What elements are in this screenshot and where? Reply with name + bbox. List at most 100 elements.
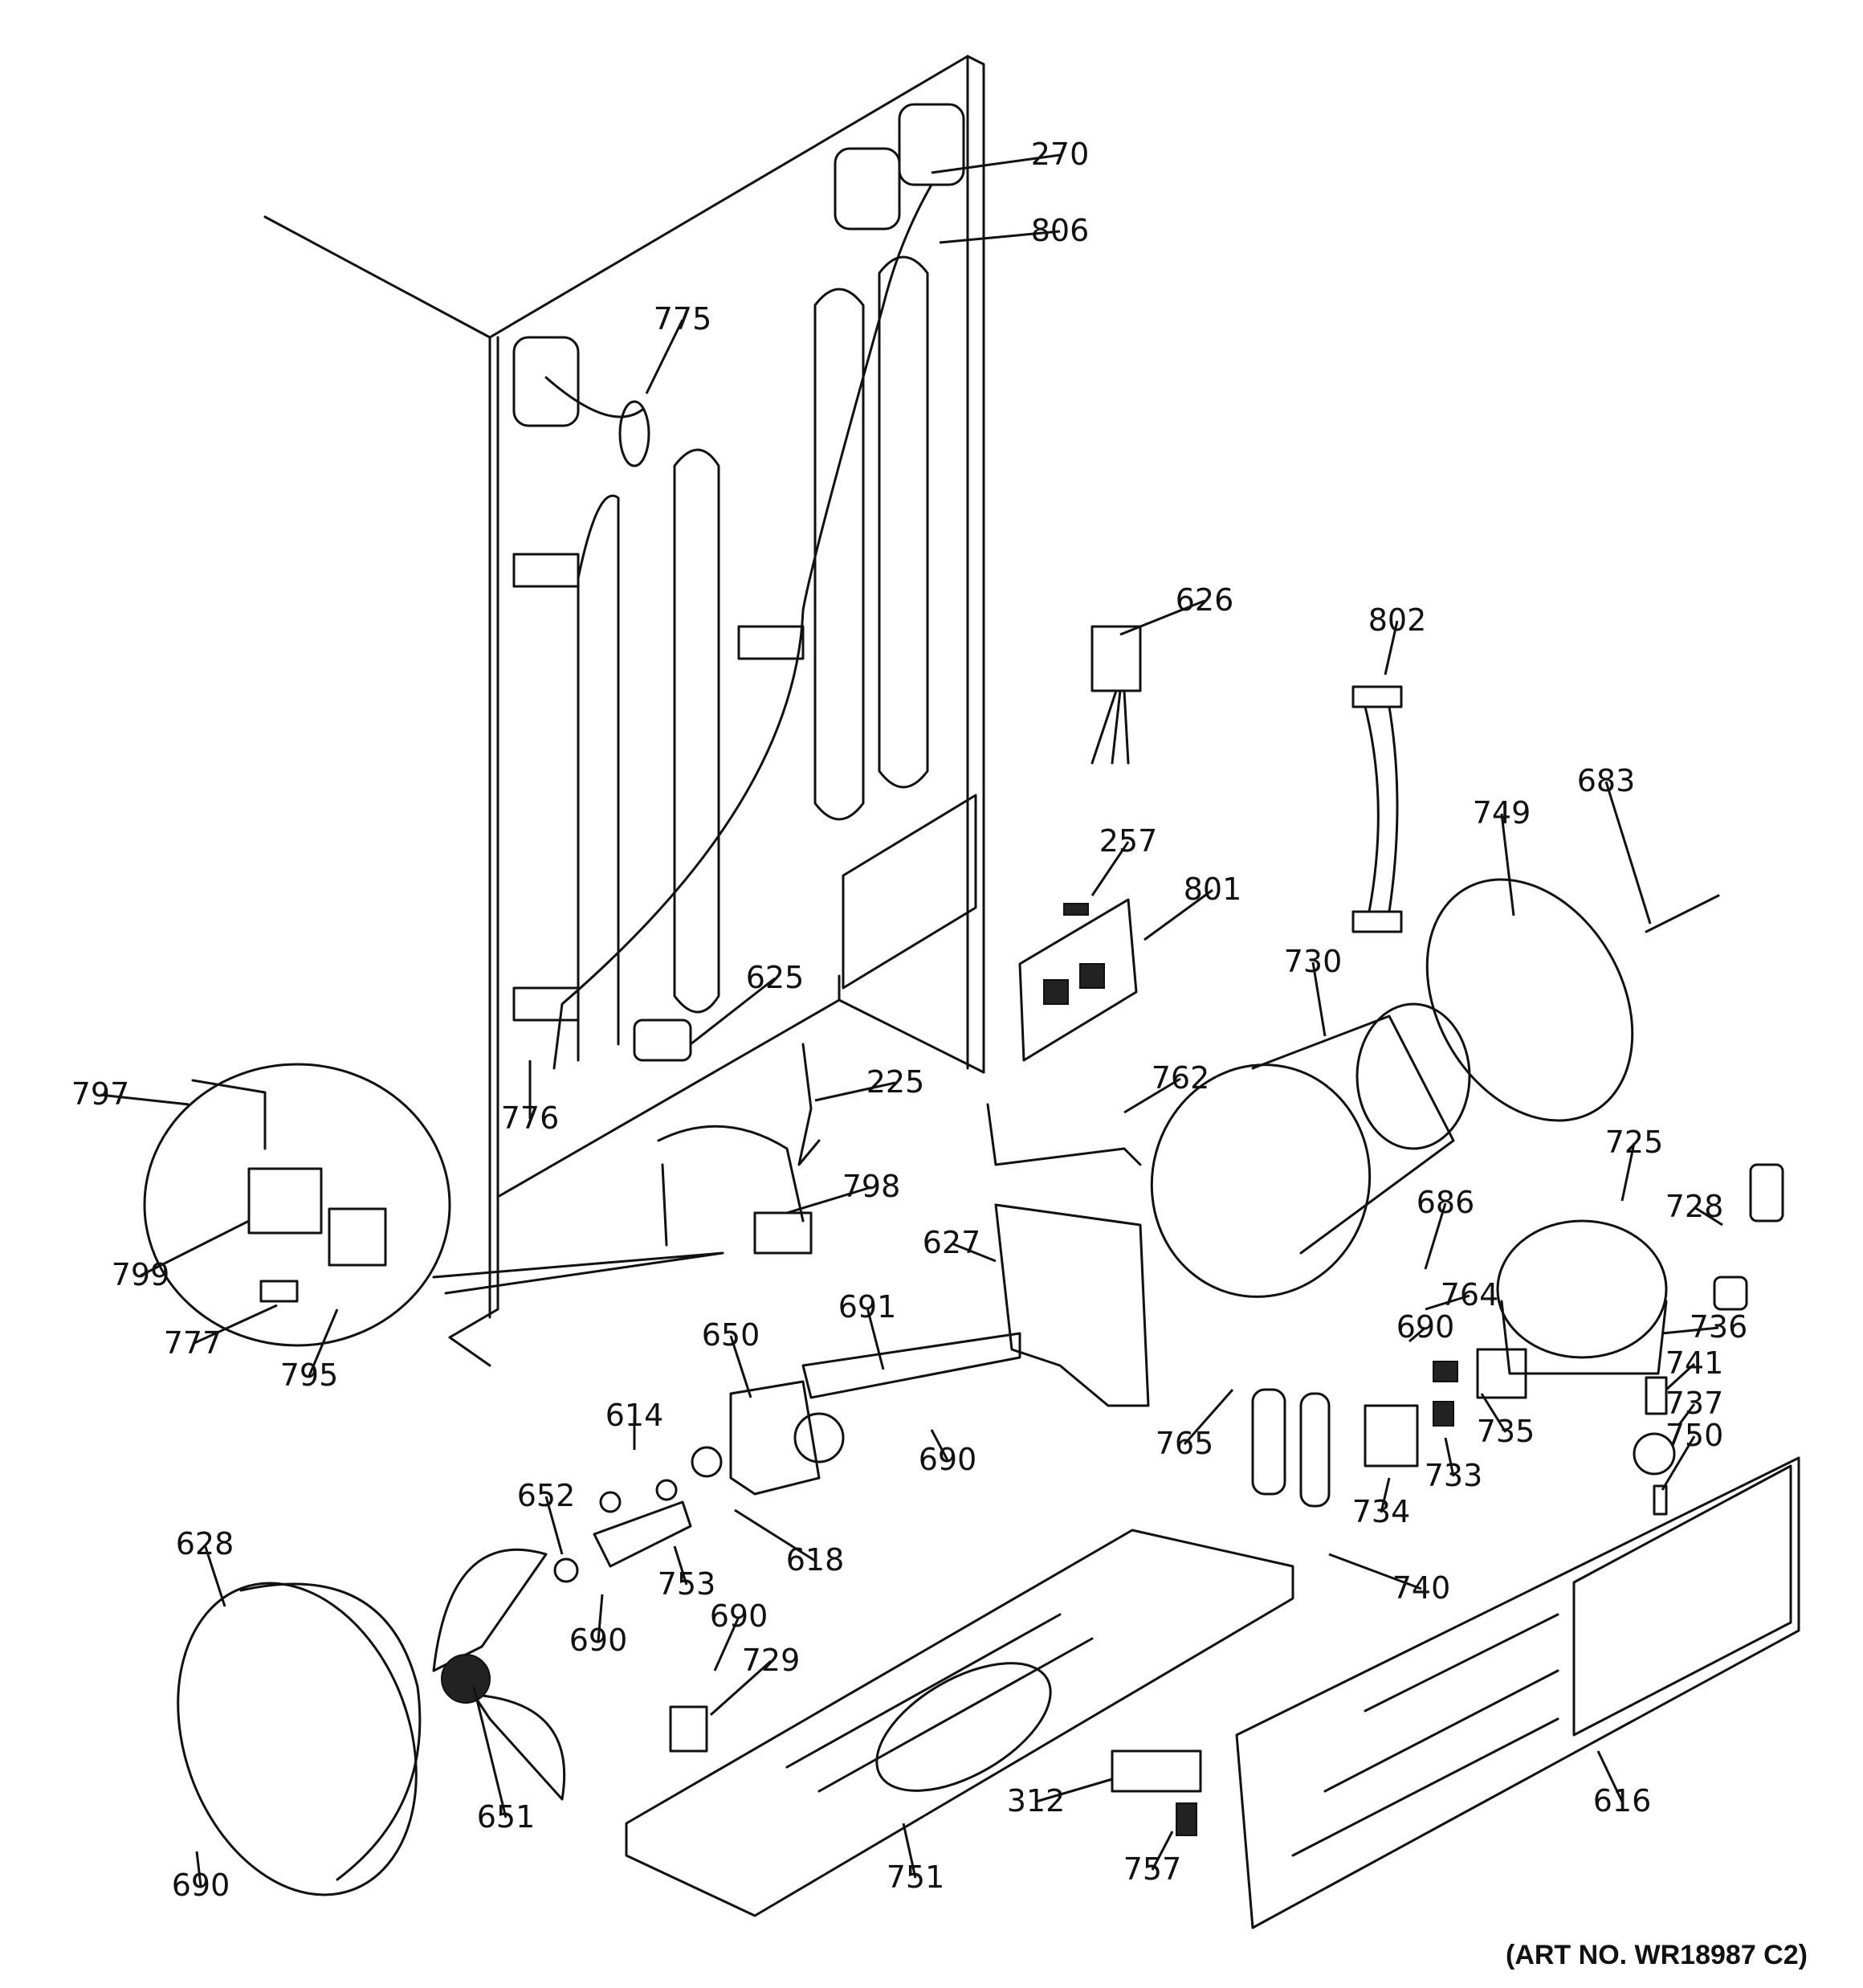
callout-257: 257: [1099, 823, 1158, 859]
leader-801: [1143, 888, 1213, 941]
callout-652: 652: [517, 1478, 576, 1513]
callout-leaders: [100, 153, 1723, 1887]
callout-225: 225: [866, 1064, 925, 1100]
leader-806: [939, 230, 1061, 244]
nut-652: [553, 1557, 579, 1583]
callout-614: 614: [605, 1398, 664, 1433]
callout-762: 762: [1152, 1060, 1210, 1096]
drier-740: [1251, 1388, 1286, 1496]
callout-729: 729: [742, 1643, 801, 1678]
callout-686: 686: [1417, 1185, 1475, 1220]
leader-735: [1480, 1393, 1507, 1433]
drier-740b: [1299, 1392, 1331, 1508]
grommet-614b: [655, 1479, 678, 1501]
fan-shroud-628: [177, 1582, 422, 1896]
leader-733: [1444, 1437, 1455, 1477]
callout-775: 775: [654, 301, 712, 337]
leader-797: [100, 1093, 190, 1106]
callout-736: 736: [1690, 1309, 1748, 1345]
art-number: (ART NO. WR18987 C2): [1506, 1940, 1808, 1970]
part-733: [1433, 1401, 1454, 1427]
callout-730: 730: [1284, 944, 1343, 979]
leader-312: [1035, 1778, 1113, 1803]
callout-683: 683: [1577, 763, 1636, 798]
plug-626: [1090, 625, 1142, 765]
callout-797: 797: [71, 1076, 130, 1112]
callout-690c: 690: [710, 1598, 768, 1634]
callout-725: 725: [1605, 1125, 1664, 1160]
cabinet-back: [263, 55, 985, 1367]
leader-690: [1408, 1326, 1426, 1343]
leader-628: [203, 1544, 226, 1607]
callout-691: 691: [838, 1289, 897, 1325]
leader-802: [1384, 620, 1399, 676]
callout-777: 777: [164, 1325, 222, 1361]
leader-725: [1620, 1142, 1636, 1202]
fan-motor-650: [691, 1380, 845, 1496]
control-board-801: [1018, 898, 1138, 1062]
callout-806: 806: [1031, 213, 1090, 248]
cover-749: [1425, 878, 1634, 1122]
leader-798: [786, 1186, 872, 1214]
callout-801: 801: [1184, 872, 1242, 907]
callout-312: 312: [1007, 1783, 1066, 1819]
clip-625: [633, 1018, 692, 1062]
leader-737: [1677, 1403, 1696, 1427]
callout-690e: 690: [172, 1868, 230, 1903]
capacitor-734: [1364, 1404, 1419, 1468]
callout-802: 802: [1368, 602, 1427, 638]
tie-683: [1645, 894, 1720, 933]
leader-728: [1694, 1206, 1723, 1227]
leader-616: [1596, 1750, 1624, 1802]
leader-734: [1380, 1477, 1391, 1513]
leader-751: [902, 1823, 917, 1879]
leader-757: [1151, 1831, 1174, 1871]
bracket-753: [593, 1500, 692, 1568]
leader-650: [729, 1335, 752, 1398]
callout-795: 795: [280, 1357, 339, 1393]
leader-775: [645, 319, 684, 394]
leader-740: [1328, 1553, 1422, 1590]
callout-690b: 690: [919, 1442, 977, 1477]
condenser-coil-730: [1150, 1002, 1471, 1298]
leader-691: [866, 1307, 885, 1370]
leader-750: [1661, 1435, 1696, 1491]
callout-650: 650: [702, 1317, 760, 1353]
leader-626: [1119, 599, 1205, 636]
callout-734: 734: [1352, 1494, 1411, 1529]
callout-750: 750: [1665, 1418, 1724, 1453]
bracket-762: [986, 1103, 1142, 1166]
screw-757: [1176, 1802, 1197, 1836]
leader-683: [1604, 781, 1652, 925]
fan-blade-651: [432, 1548, 566, 1801]
leader-730: [1311, 961, 1327, 1037]
thermistor-257: [1063, 903, 1089, 916]
leader-225: [814, 1081, 896, 1102]
valve-enlargement: [143, 1063, 724, 1347]
harness-802: [1351, 685, 1403, 933]
callout-labels: 2708067756268026837492578017306257622257…: [71, 137, 1748, 1903]
leader-736: [1661, 1326, 1719, 1335]
leader-690b: [930, 1429, 949, 1461]
compressor-725: [1476, 1219, 1668, 1399]
callout-618: 618: [786, 1542, 845, 1578]
callout-798: 798: [842, 1169, 901, 1204]
callout-651: 651: [477, 1799, 536, 1835]
callout-626: 626: [1176, 582, 1234, 618]
callout-741: 741: [1665, 1345, 1724, 1381]
leader-652: [544, 1496, 564, 1555]
leader-795: [308, 1308, 339, 1377]
callout-625: 625: [746, 960, 805, 995]
part-728b: [1713, 1276, 1748, 1311]
leader-686: [1424, 1202, 1447, 1270]
relay-729: [669, 1705, 708, 1753]
callout-690d: 690: [569, 1623, 628, 1658]
leader-799: [140, 1219, 250, 1277]
pin-750: [1653, 1484, 1668, 1516]
callout-690: 690: [1396, 1309, 1455, 1345]
leader-690c: [713, 1616, 740, 1672]
bracket-691: [801, 1332, 1021, 1399]
leader-765: [1183, 1389, 1234, 1445]
leader-729: [710, 1659, 772, 1717]
